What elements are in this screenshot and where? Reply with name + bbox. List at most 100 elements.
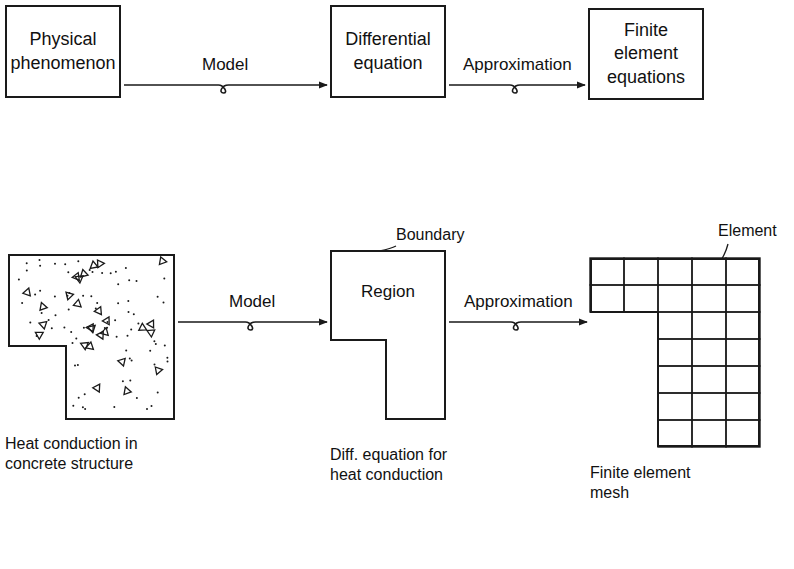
outline-svg	[590, 258, 760, 447]
aggregate-mark	[73, 299, 81, 306]
caption-text: Finite element mesh	[590, 463, 730, 503]
sand-dot	[34, 294, 36, 296]
aggregate-mark	[90, 261, 98, 268]
mesh-cell	[658, 312, 692, 339]
sand-dot	[83, 327, 85, 329]
aggregate-mark	[118, 358, 125, 366]
sand-dot	[39, 265, 41, 267]
mesh-cell	[692, 312, 726, 339]
aggregate-mark	[35, 332, 43, 339]
aggregate-mark	[23, 288, 30, 296]
edge-label: Model	[200, 55, 250, 75]
mesh-cell	[692, 393, 726, 420]
edge-label: Model	[227, 292, 277, 312]
aggregate-mark	[101, 328, 109, 336]
sand-dot	[54, 296, 56, 298]
mesh-cell	[658, 339, 692, 366]
sand-dot	[67, 295, 69, 297]
part-label: Boundary	[394, 226, 467, 244]
box-text: Differential equation	[336, 28, 440, 75]
sand-dot	[101, 272, 103, 274]
flow-arrow	[178, 322, 327, 330]
l-outline	[9, 255, 174, 419]
sand-dot	[163, 302, 165, 304]
sand-dot	[130, 329, 132, 331]
sand-dot	[41, 312, 43, 314]
sand-dot	[54, 263, 56, 265]
aggregate-mark	[147, 330, 155, 337]
mesh-cell	[692, 366, 726, 393]
mesh-cell	[726, 312, 760, 339]
caption-text: Heat conduction in concrete structure	[5, 434, 155, 474]
sand-dot	[136, 280, 138, 282]
sand-dot	[110, 272, 112, 274]
sand-dot	[129, 358, 131, 360]
box-text: Finite element equations	[594, 19, 698, 89]
region-text: Region	[330, 282, 446, 302]
part-label: Element	[716, 222, 779, 240]
sand-dot	[64, 263, 66, 265]
l-outline	[331, 251, 445, 419]
aggregate-mark	[81, 343, 89, 350]
sand-dot	[55, 314, 57, 316]
sand-dot	[75, 338, 77, 340]
sand-dot	[21, 302, 23, 304]
caption-text: Diff. equation for heat conduction	[330, 445, 460, 485]
sand-dot	[136, 397, 138, 399]
sand-dot	[72, 342, 74, 344]
sand-dot	[89, 269, 91, 271]
sand-dot	[84, 408, 86, 410]
concrete-shape: Heat conduction in concrete structure	[8, 254, 175, 420]
sand-dot	[128, 279, 130, 281]
sand-dot	[151, 405, 153, 407]
sand-dot	[157, 392, 159, 394]
sand-dot	[67, 271, 69, 273]
mesh-cell	[726, 339, 760, 366]
sand-dot	[122, 380, 124, 382]
sand-dot	[39, 290, 41, 292]
sand-dot	[26, 262, 28, 264]
mesh-cell	[658, 285, 692, 312]
sand-dot	[39, 259, 41, 261]
mesh-cell	[590, 258, 624, 285]
sand-dot	[63, 327, 65, 329]
sand-dot	[113, 406, 115, 408]
sand-dot	[82, 295, 84, 297]
sand-dot	[48, 319, 50, 321]
aggregate-mark	[147, 320, 154, 328]
sand-dot	[153, 340, 155, 342]
sand-dot	[74, 365, 76, 367]
mesh-cell	[726, 258, 760, 285]
sand-dot	[125, 350, 127, 352]
sand-dot	[68, 308, 70, 310]
sand-dot	[106, 327, 108, 329]
aggregate-mark	[75, 276, 83, 283]
sand-dot	[133, 313, 135, 315]
sand-dot	[92, 271, 94, 273]
sand-dot	[82, 406, 84, 408]
aggregate-mark	[124, 387, 131, 395]
sand-dot	[51, 327, 53, 329]
sand-dot	[96, 302, 98, 304]
sand-dot	[149, 350, 151, 352]
outline-svg	[330, 250, 446, 420]
mesh-shape: Finite element mesh	[590, 258, 760, 447]
sand-dot	[157, 296, 159, 298]
edge-label: Approximation	[462, 292, 575, 312]
sand-dot	[84, 393, 86, 395]
mesh-cell	[726, 366, 760, 393]
mesh-cell	[658, 258, 692, 285]
aggregate-mark	[155, 367, 162, 375]
sand-dot	[95, 308, 97, 310]
sand-dot	[125, 267, 127, 269]
aggregate-mark	[66, 292, 74, 300]
aggregate-mark	[159, 257, 166, 265]
process-box: Finite element equations	[588, 8, 704, 100]
mesh-cell	[692, 420, 726, 447]
aggregate-mark	[98, 260, 105, 268]
mesh-cell	[624, 285, 658, 312]
sand-dot	[154, 363, 156, 365]
sand-dot	[70, 331, 72, 333]
process-box: Physical phenomenon	[5, 5, 121, 98]
region-shape: RegionDiff. equation for heat conduction	[330, 250, 446, 420]
